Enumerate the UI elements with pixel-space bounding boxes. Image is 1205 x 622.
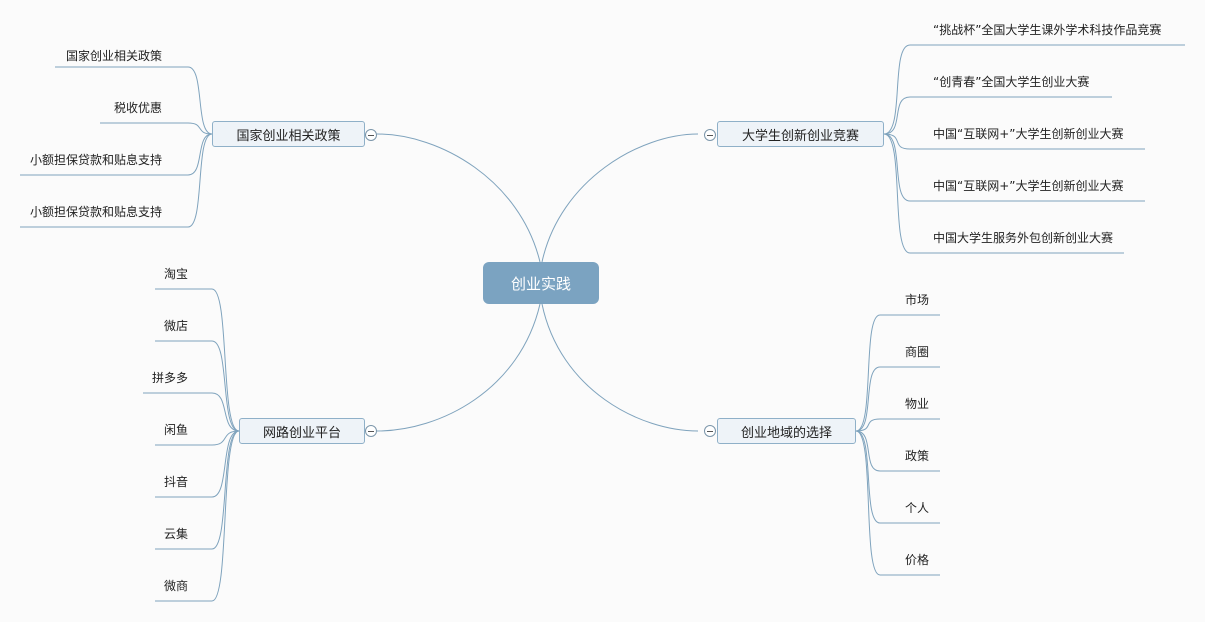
branch-policy-collapse-icon[interactable]	[365, 129, 377, 141]
platform-leaf-connector	[211, 430, 240, 602]
region-leaf[interactable]: 个人	[905, 501, 930, 515]
platform-leaf[interactable]: 微商	[163, 579, 188, 593]
platform-leaf-connector	[211, 430, 240, 550]
platform-leaf[interactable]: 云集	[163, 527, 188, 541]
region-leaf-connector	[855, 430, 881, 576]
region-leaf-connector	[855, 430, 881, 524]
contest-leaf[interactable]: “创青春”全国大学生创业大赛	[933, 75, 1090, 89]
platform-leaf-connector	[211, 392, 240, 432]
branch-contest-label: 大学生创新创业竞赛	[741, 128, 859, 144]
region-leaf[interactable]: 市场	[905, 293, 930, 307]
platform-leaf-connector	[211, 430, 240, 446]
contest-leaf-connector	[883, 133, 911, 150]
root-to-region-connector	[541, 303, 699, 432]
contest-leaf[interactable]: “挑战杯”全国大学生课外学术科技作品竞赛	[933, 23, 1162, 37]
contest-leaf[interactable]: 中国“互联网+”大学生创新创业大赛	[933, 179, 1124, 193]
root-topic-label: 创业实践	[510, 274, 571, 293]
branch-region[interactable]: 创业地域的选择	[717, 418, 856, 444]
branch-policy[interactable]: 国家创业相关政策	[212, 121, 365, 147]
platform-leaf[interactable]: 微店	[163, 319, 188, 333]
region-leaf-connector	[855, 366, 881, 432]
root-to-platform-connector	[376, 303, 541, 432]
policy-leaf[interactable]: 国家创业相关政策	[65, 49, 162, 63]
policy-leaf-connector	[187, 133, 213, 176]
branch-platform[interactable]: 网路创业平台	[239, 418, 365, 444]
contest-leaf-connector	[883, 133, 911, 254]
platform-leaf[interactable]: 闲鱼	[163, 423, 188, 437]
region-leaf-connector	[855, 430, 881, 472]
contest-leaf-connector	[883, 44, 911, 135]
platform-leaf[interactable]: 拼多多	[151, 371, 188, 385]
root-to-policy-connector	[376, 133, 541, 263]
branch-contest-collapse-icon[interactable]	[704, 129, 716, 141]
region-leaf-connector	[855, 314, 881, 432]
policy-leaf-connector	[187, 122, 213, 135]
platform-leaf-connector	[211, 430, 240, 498]
platform-leaf[interactable]: 抖音	[163, 475, 188, 489]
region-leaf[interactable]: 政策	[905, 449, 930, 463]
platform-leaf-connector	[211, 340, 240, 432]
contest-leaf[interactable]: 中国“互联网+”大学生创新创业大赛	[933, 127, 1124, 141]
platform-leaf-connector	[211, 288, 240, 432]
policy-leaf[interactable]: 小额担保贷款和贴息支持	[29, 153, 162, 167]
branch-contest[interactable]: 大学生创新创业竞赛	[717, 121, 884, 147]
region-leaf[interactable]: 商圈	[905, 345, 930, 359]
contest-leaf-connector	[883, 96, 911, 135]
region-leaf[interactable]: 价格	[905, 553, 930, 567]
root-to-contest-connector	[541, 133, 699, 263]
policy-leaf-connector	[187, 66, 213, 135]
root-topic[interactable]: 创业实践	[483, 262, 599, 304]
branch-region-label: 创业地域的选择	[740, 425, 832, 441]
policy-leaf[interactable]: 税收优惠	[113, 101, 162, 115]
policy-leaf[interactable]: 小额担保贷款和贴息支持	[29, 205, 162, 219]
branch-region-collapse-icon[interactable]	[704, 425, 716, 437]
branch-platform-label: 网路创业平台	[262, 425, 341, 441]
platform-leaf[interactable]: 淘宝	[163, 267, 188, 281]
contest-leaf-connector	[883, 133, 911, 202]
region-leaf-connector	[855, 418, 881, 432]
branch-platform-collapse-icon[interactable]	[365, 425, 377, 437]
branch-policy-label: 国家创业相关政策	[236, 128, 341, 144]
contest-leaf[interactable]: 中国大学生服务外包创新创业大赛	[933, 231, 1114, 245]
policy-leaf-connector	[187, 133, 213, 228]
region-leaf[interactable]: 物业	[905, 397, 930, 411]
